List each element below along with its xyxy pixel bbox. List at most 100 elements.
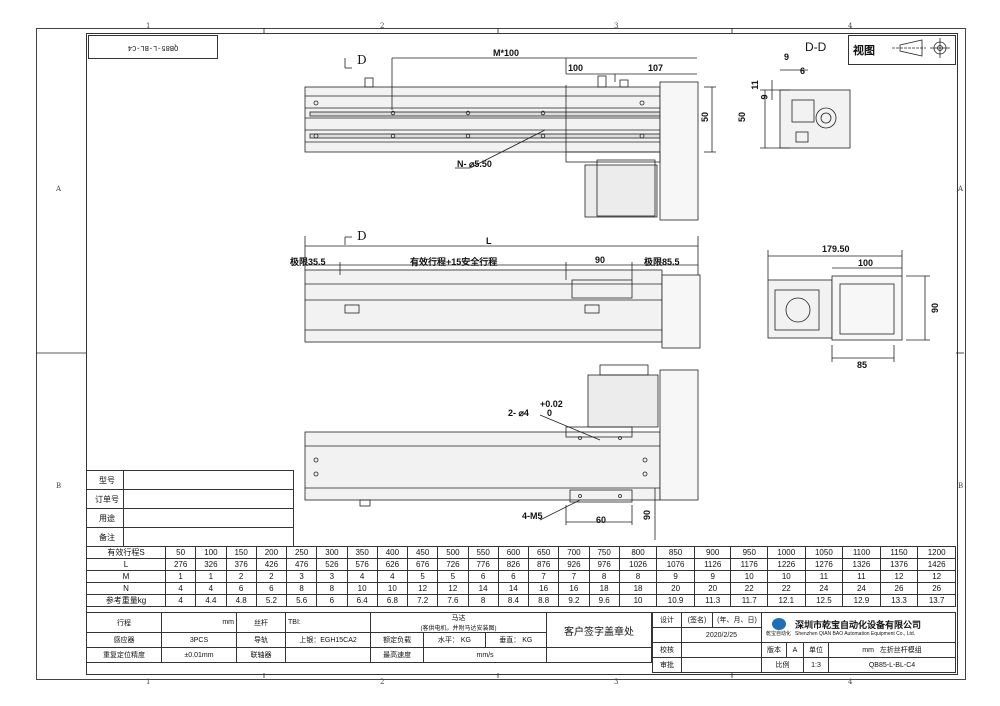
dim-60: 60 xyxy=(596,515,607,525)
spec-cell: 326 xyxy=(195,558,227,571)
tb-version-value: A xyxy=(786,642,804,658)
param-blank xyxy=(546,647,652,663)
dim-m5: 4-M5 xyxy=(522,511,543,521)
tb-design-name xyxy=(652,627,682,643)
tb-unit-label: 单位 xyxy=(803,642,829,658)
tb-company-cell: 乾宝自动化 深圳市乾宝自动化设备有限公司 Shenzhen QIAN BAO A… xyxy=(761,612,956,643)
form-field-usage xyxy=(123,508,294,528)
form-label-remark: 备注 xyxy=(86,527,124,547)
spec-cell: 50 xyxy=(164,546,197,559)
spec-cell: 100 xyxy=(195,546,227,559)
tb-review-label: 审批 xyxy=(652,657,682,673)
spec-cell: 426 xyxy=(255,558,288,571)
spec-cell: 9.2 xyxy=(558,594,590,607)
spec-cell: 8 xyxy=(467,594,499,607)
spec-cell: 22 xyxy=(730,582,769,595)
spec-cell: 1 xyxy=(164,570,197,583)
spec-cell: 10 xyxy=(767,570,806,583)
param-repeat-value: ±0.01mm xyxy=(161,647,237,663)
spec-cell: 14 xyxy=(467,582,499,595)
tb-check-label: 校核 xyxy=(652,642,682,658)
spec-cell: 6 xyxy=(255,582,288,595)
zone-bottom-4: 4 xyxy=(848,678,853,686)
spec-cell: 5.6 xyxy=(285,594,318,607)
dim-100: 100 xyxy=(568,63,584,73)
param-coupling-label: 联轴器 xyxy=(236,647,286,663)
spec-cell: 13.3 xyxy=(879,594,919,607)
spec-cell: 276 xyxy=(164,558,197,571)
tb-unit-value: mm xyxy=(862,647,874,654)
sec-dim-9: 9 xyxy=(784,52,790,62)
spec-cell: 6 xyxy=(225,582,257,595)
spec-cell: 476 xyxy=(285,558,318,571)
spec-cell: 2 xyxy=(225,570,257,583)
form-field-model xyxy=(123,470,294,490)
tb-scale-value: 1:3 xyxy=(803,657,829,673)
param-sensor-value: 3PCS xyxy=(161,632,237,648)
spec-row-label: 参考重量kg xyxy=(86,594,166,607)
tb-drawing-code: QB85-L-BL-C4 xyxy=(828,657,956,673)
parameter-table: 行程 mm 丝杆 TBI: 马达 (客供电机，并附马达安装图) 客户签字盖章处 … xyxy=(86,612,652,663)
spec-cell: 10 xyxy=(730,570,769,583)
zone-bottom-2: 2 xyxy=(380,678,385,686)
param-motor-label: 马达 xyxy=(451,615,466,622)
param-horiz-label: 水平： xyxy=(437,637,459,644)
spec-cell: 8 xyxy=(316,582,348,595)
spec-cell: 7 xyxy=(558,570,590,583)
spec-cell: 550 xyxy=(467,546,499,559)
param-load-label: 额定负载 xyxy=(369,632,425,648)
spec-cell: 11.7 xyxy=(730,594,769,607)
spec-cell: 1326 xyxy=(842,558,881,571)
dim-pin-holes: 2- ⌀4 xyxy=(508,408,529,418)
param-speed-unit: mm/s xyxy=(423,647,547,663)
spec-cell: 6 xyxy=(497,570,530,583)
dim-n-holes: N- ⌀5.50 xyxy=(457,159,492,169)
zone-top-3: 3 xyxy=(614,22,619,30)
logo-text: 乾宝自动化 xyxy=(766,631,792,637)
spec-cell: 600 xyxy=(497,546,530,559)
spec-cell: 12 xyxy=(437,582,469,595)
section-dd-view xyxy=(760,69,851,149)
spec-cell: 376 xyxy=(225,558,257,571)
section-marker-mid: D xyxy=(357,229,367,243)
param-coupling-value xyxy=(285,647,371,663)
drawing-outer-frame xyxy=(36,28,966,680)
spec-cell: 450 xyxy=(406,546,439,559)
spec-cell: 1 xyxy=(195,570,227,583)
spec-cell: 1426 xyxy=(917,558,956,571)
spec-cell: 1050 xyxy=(804,546,844,559)
spec-cell: 4 xyxy=(346,570,378,583)
spec-cell: 300 xyxy=(316,546,348,559)
end-view xyxy=(767,250,930,362)
spec-cell: 12.1 xyxy=(767,594,806,607)
tb-version-label: 版本 xyxy=(761,642,787,658)
dim-effective-stroke: 有效行程+15安全行程 xyxy=(410,257,498,267)
param-repeat-label: 重复定位精度 xyxy=(86,647,162,663)
spec-cell: 10 xyxy=(618,594,658,607)
spec-cell: 926 xyxy=(558,558,590,571)
zone-top-4: 4 xyxy=(848,22,853,30)
spec-cell: 1176 xyxy=(730,558,769,571)
spec-cell: 250 xyxy=(285,546,318,559)
form-field-order xyxy=(123,489,294,509)
rotated-code-box: QB85-L-BL-C4 xyxy=(88,35,218,59)
param-screw-label: 丝杆 xyxy=(236,612,286,633)
spec-cell: 5 xyxy=(406,570,439,583)
spec-cell: 150 xyxy=(225,546,257,559)
end-dim-85: 85 xyxy=(857,360,868,370)
spec-cell: 1126 xyxy=(693,558,732,571)
spec-row-label: 有效行程S xyxy=(86,546,166,559)
spec-row-label: M xyxy=(86,570,166,583)
spec-cell: 976 xyxy=(588,558,620,571)
spec-cell: 1200 xyxy=(917,546,956,559)
param-rail-value: 上银：EGH15CA2 xyxy=(285,632,371,648)
spec-cell: 12 xyxy=(406,582,439,595)
spec-cell: 850 xyxy=(656,546,695,559)
spec-cell: 12.9 xyxy=(842,594,881,607)
spec-cell: 20 xyxy=(656,582,695,595)
spec-cell: 400 xyxy=(376,546,409,559)
end-dim-90: 90 xyxy=(930,302,941,314)
